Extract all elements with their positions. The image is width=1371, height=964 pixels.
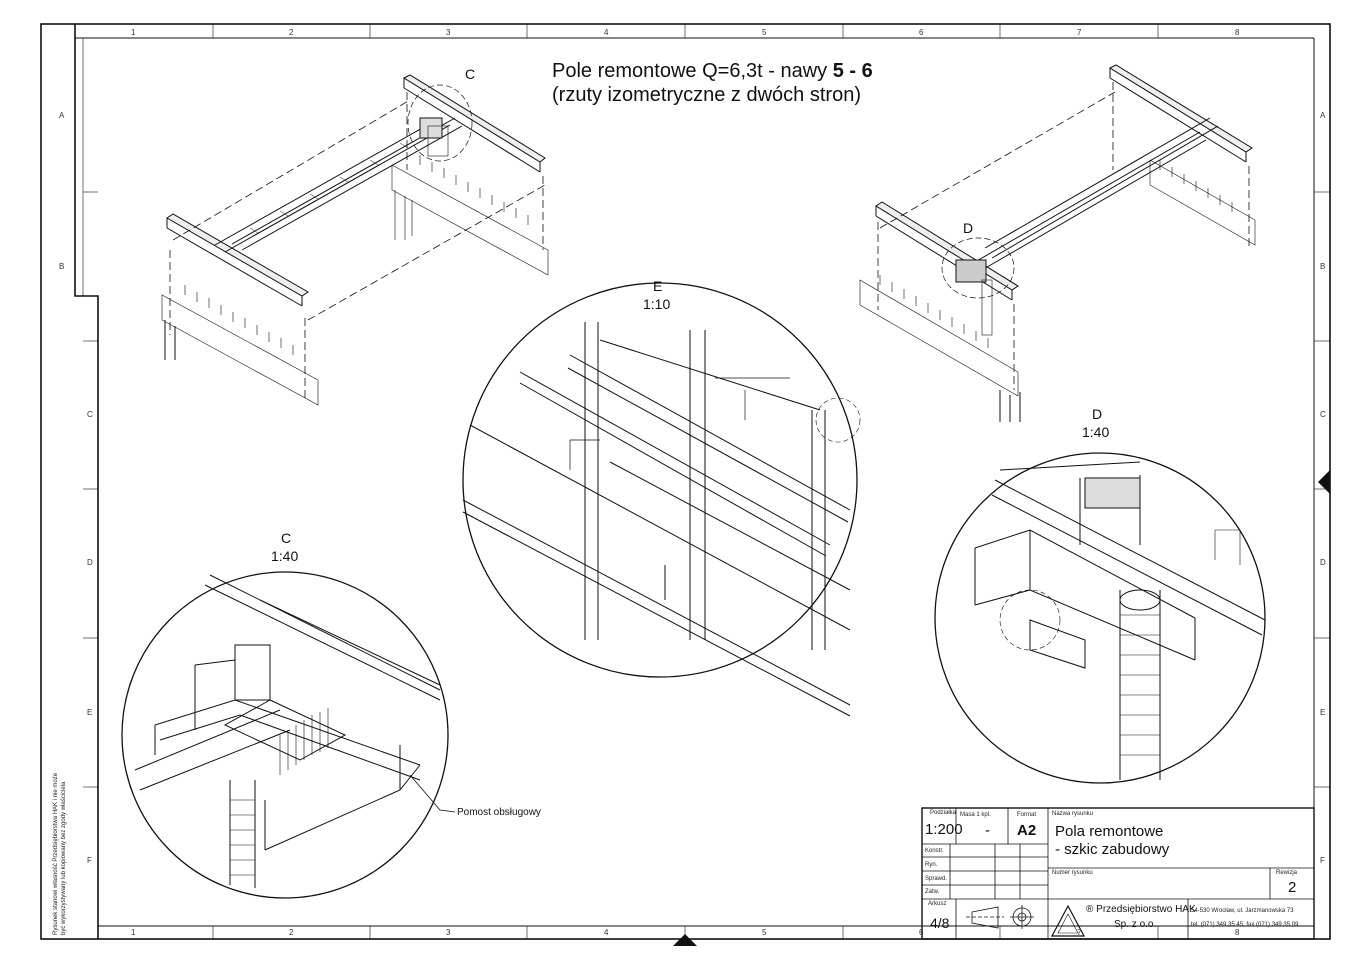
tb-podzialka-label: Podziałka [930, 810, 957, 816]
grid-row-f-right: F [1320, 856, 1325, 865]
tb-nazwa-line2: - szkic zabudowy [1055, 841, 1170, 858]
grid-row-c-left: C [87, 410, 93, 419]
grid-row-b-left: B [59, 262, 65, 271]
tb-konstr-label: Konstr. [925, 848, 944, 854]
leader-label-pomost: Pomost obsługowy [457, 807, 541, 818]
grid-col-7-bottom: 7 [1077, 928, 1082, 937]
grid-col-8-top: 8 [1235, 28, 1240, 37]
callout-c-label: C [465, 66, 476, 82]
ownership-note-line2: być wykorzystywany lub kopiowany bez zgo… [61, 781, 67, 935]
tb-sprawd-label: Sprawd. [925, 876, 948, 882]
grid-row-d-left: D [87, 558, 93, 567]
drawing-title: Pole remontowe Q=6,3t - nawy 5 - 6 [552, 60, 873, 82]
grid-col-7-top: 7 [1077, 28, 1082, 37]
drawing-subtitle: (rzuty izometryczne z dwóch stron) [552, 84, 861, 106]
grid-col-4-top: 4 [604, 28, 609, 37]
detail-d-scale: 1:40 [1082, 424, 1110, 440]
title-block-frame [921, 807, 1315, 940]
company-logo-icon [1051, 904, 1085, 937]
grid-col-4-bottom: 4 [604, 928, 609, 937]
grid-col-8-bottom: 8 [1235, 928, 1240, 937]
grid-col-3-bottom: 3 [446, 928, 451, 937]
center-marker-bottom [673, 934, 697, 946]
detail-c-view [121, 571, 456, 899]
tb-rewizja-label: Rewizja [1276, 870, 1298, 876]
grid-col-1-bottom: 1 [131, 928, 136, 937]
tb-nazwa-label: Nazwa rysunku [1052, 811, 1094, 817]
center-marker-right [1318, 470, 1330, 494]
grid-row-f-left: F [87, 856, 92, 865]
detail-e-scale: 1:10 [643, 296, 671, 312]
grid-row-e-left: E [87, 708, 93, 717]
grid-col-6-top: 6 [919, 28, 924, 37]
tb-company-line2: Sp. z o.o. [1114, 919, 1157, 930]
grid-row-e-right: E [1320, 708, 1326, 717]
detail-c-scale: 1:40 [271, 548, 299, 564]
tb-arkusz-value: 4/8 [930, 915, 950, 931]
detail-d-letter: D [1092, 406, 1103, 422]
ownership-note: Rysunek stanowi własność Przedsiębiorstw… [52, 773, 68, 935]
detail-d-view [934, 452, 1266, 784]
detail-e-letter: E [653, 278, 663, 294]
tb-ryn-label: Ryn. [925, 862, 938, 868]
grid-col-2-bottom: 2 [289, 928, 294, 937]
grid-row-d-right: D [1320, 558, 1326, 567]
grid-col-1-top: 1 [131, 28, 136, 37]
grid-row-a-left: A [59, 111, 65, 120]
tb-address-line1: 54-530 Wrocław, ul. Jarzmanowska 73 [1191, 908, 1294, 914]
tb-rewizja-value: 2 [1288, 879, 1297, 896]
tb-address-line2: tel. (071) 349 35 45, fax (071) 349 35 0… [1191, 922, 1299, 928]
grid-row-a-right: A [1320, 111, 1326, 120]
grid-col-2-top: 2 [289, 28, 294, 37]
tb-zatw-label: Zatw. [925, 889, 940, 895]
isometric-view-right [859, 64, 1256, 422]
grid-col-6-bottom: 6 [919, 928, 924, 937]
grid-col-5-bottom: 5 [762, 928, 767, 937]
tb-masa-label: Masa 1 kpl. [960, 812, 991, 818]
tb-company-line1: ® Przedsiębiorstwo HAK [1086, 904, 1196, 915]
tb-masa-value: - [985, 822, 990, 839]
detail-c-letter: C [281, 530, 292, 546]
tb-format-label: Format [1017, 812, 1037, 818]
grid-row-c-right: C [1320, 410, 1326, 419]
isometric-view-left [161, 74, 549, 406]
ownership-note-line1: Rysunek stanowi własność Przedsiębiorstw… [53, 772, 59, 935]
tb-arkusz-label: Arkusz [928, 901, 947, 907]
tb-format-value: A2 [1017, 822, 1037, 839]
tb-podzialka-value: 1:200 [925, 821, 963, 838]
grid-row-b-right: B [1320, 262, 1326, 271]
tb-nazwa-line1: Pola remontowe [1055, 823, 1164, 840]
detail-e-view [462, 282, 861, 717]
grid-col-5-top: 5 [762, 28, 767, 37]
drawing-title-bold: 5 - 6 [832, 60, 873, 82]
grid-col-3-top: 3 [446, 28, 451, 37]
tb-numer-label: Numer rysunku [1052, 870, 1093, 876]
callout-d-label: D [963, 220, 974, 236]
projection-symbol-icon [966, 905, 1034, 929]
